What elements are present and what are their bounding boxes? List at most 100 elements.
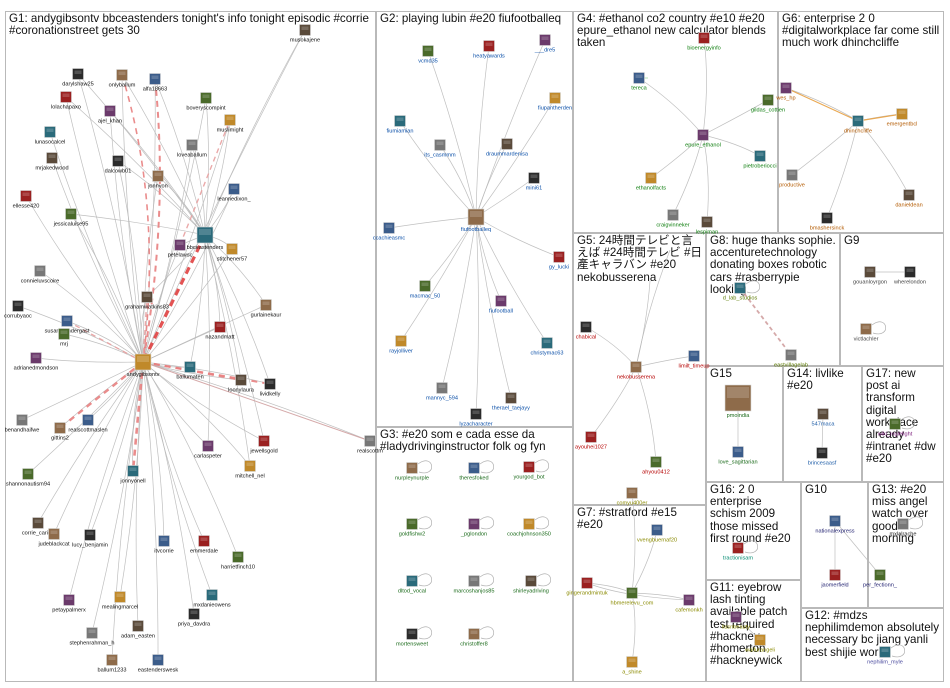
node-boveryscompint[interactable]: boveryscompint: [186, 92, 226, 112]
node-stephenrahman-h[interactable]: stephenrahman_h: [69, 627, 115, 647]
node-lucy-benjamin[interactable]: lucy_benjamin: [72, 529, 108, 549]
node-mitchell-nel[interactable]: mitchell_nel: [235, 460, 265, 480]
node-macmac-50[interactable]: macmac_50: [410, 280, 440, 300]
node-chabical[interactable]: chabical: [576, 321, 597, 341]
node-judeblackcat[interactable]: judeblackcat: [37, 528, 70, 548]
node-connieluvscoire[interactable]: connieluvscoire: [21, 265, 60, 285]
node-ballumaten[interactable]: ballumaten: [176, 361, 204, 381]
node-ellesse420[interactable]: ellesse420: [13, 190, 40, 210]
node-adrianedmondson[interactable]: adrianedmondson: [14, 352, 59, 372]
node-shannonautism94[interactable]: shannonautism94: [6, 468, 50, 488]
node-victlachler[interactable]: victlachler: [854, 323, 879, 343]
node-cafemonkh[interactable]: cafemonkh: [675, 594, 703, 614]
node-ayouhei1027[interactable]: ayouhei1027: [575, 431, 607, 451]
node-mrj[interactable]: mrj: [58, 328, 70, 348]
node-wiki-inglelight[interactable]: wiki_inglelight: [877, 418, 913, 438]
node-gouanloyrgon[interactable]: gouanloyrgon: [853, 266, 887, 286]
node-jaomerfield[interactable]: jaomerfield: [820, 569, 849, 589]
node-nationalexpress[interactable]: nationalexpress: [815, 515, 855, 535]
node-bmashersinck[interactable]: bmashersinck: [810, 212, 845, 232]
node-draummardenisa[interactable]: draummardenisa: [486, 138, 529, 158]
node-jewellsgold[interactable]: jewellsgold: [249, 435, 278, 455]
node-fiumiamian[interactable]: fiumiamian: [386, 115, 414, 135]
node-gurlainekaur[interactable]: gurlainekaur: [251, 299, 282, 319]
node-realscottmaslen[interactable]: realscottmaslen: [68, 414, 108, 434]
node-carlaspeter[interactable]: carlaspeter: [194, 440, 222, 460]
node-productive[interactable]: productive: [779, 169, 805, 189]
node-per-fectionn[interactable]: per_fectionn_: [863, 569, 898, 589]
node-marcoshanjos85[interactable]: marcoshanjos85: [453, 575, 495, 595]
node-jonnyon[interactable]: jonnyon: [147, 170, 168, 190]
node-lespiman[interactable]: lespiman: [696, 216, 718, 236]
node-loveaballum[interactable]: loveaballum: [177, 139, 207, 159]
node-fiufootball[interactable]: fiufootball: [489, 295, 513, 315]
node-its-casmmm[interactable]: its_casmmm: [424, 139, 456, 159]
node-mealingmarcel[interactable]: mealingmarcel: [102, 591, 138, 611]
node-goldfishw2[interactable]: goldfishw2: [399, 518, 425, 538]
node-ajel-khan[interactable]: ajel_khan: [98, 105, 122, 125]
node-jonnyonell[interactable]: jonnyonell: [119, 465, 146, 485]
node-bbceastenders[interactable]: bbceastenders: [187, 226, 224, 251]
node-nekobusserena[interactable]: nekobusserena: [617, 361, 656, 381]
node-theresfoked[interactable]: theresfoked: [459, 462, 489, 482]
node-dhinchcliffe[interactable]: dhinchcliffe: [844, 115, 872, 135]
node-lunasocalcel[interactable]: lunasocalcel: [35, 126, 66, 146]
node-mortensweet[interactable]: mortensweet: [396, 628, 428, 648]
node-ccachieasmc[interactable]: ccachieasmc: [373, 222, 406, 242]
node-petaypalmerx[interactable]: petaypalmerx: [52, 594, 86, 614]
node-mannyc-594[interactable]: mannyc_594: [426, 382, 458, 402]
node-alfa18663[interactable]: alfa18663: [143, 73, 168, 93]
node-comyu400er[interactable]: comyu400er: [617, 487, 648, 507]
node-mini61[interactable]: mini61: [526, 172, 542, 192]
node-mxlalrache[interactable]: mxlalrache: [889, 518, 917, 538]
node-dltod-vocal[interactable]: dltod_vocal: [398, 575, 426, 595]
node-grahamwatkins83[interactable]: grahamwatkins83: [125, 291, 169, 311]
node-danieldean[interactable]: danieldean: [895, 189, 923, 209]
node-fiupantherden[interactable]: fiupantherden: [538, 92, 572, 112]
node-shirleyadriving[interactable]: shirleyadriving: [513, 575, 549, 595]
node-petelawsc[interactable]: petelawsc: [168, 239, 193, 259]
node-pietroberiocci[interactable]: pietroberiocci: [743, 150, 777, 170]
node-benandhaifwe[interactable]: benandhaifwe: [5, 414, 40, 434]
node-lividkelly[interactable]: lividkelly: [260, 378, 281, 398]
node-gy-lucki[interactable]: gy_lucki: [549, 251, 569, 271]
node-vvengbuernaf20[interactable]: vvengbuernaf20: [637, 524, 677, 544]
node-lolachapaxo[interactable]: lolachapaxo: [51, 91, 81, 111]
node-tereca[interactable]: tereca: [631, 72, 648, 92]
node-waifurangeli[interactable]: waifurangeli: [744, 634, 775, 654]
node-love-sagittarian[interactable]: love_sagittarian: [718, 446, 758, 466]
node-pmoindia[interactable]: pmoindia: [724, 384, 752, 419]
node-limilt-timeup[interactable]: limilt_timeup: [678, 350, 710, 370]
node-nurpleynurple[interactable]: nurpleynurple: [395, 462, 429, 482]
node-fiufootballeq[interactable]: fiufootballeq: [461, 208, 491, 233]
node-pglondon[interactable]: _pglondon: [460, 518, 487, 538]
node-yourgod-bot[interactable]: yourgod_bot: [513, 461, 545, 481]
node-brincesaasf[interactable]: brincesaasf: [808, 447, 837, 467]
node-547maca[interactable]: 547maca: [811, 408, 835, 428]
node-wherelondon[interactable]: wherelondon: [893, 266, 926, 286]
node-jessicaluise95[interactable]: jessicaluise95: [53, 208, 89, 228]
node-adam-easten[interactable]: adam_easten: [121, 620, 155, 640]
node-harrietfinch10[interactable]: harrietfinch10: [221, 551, 255, 571]
node-therael-taejayy[interactable]: therael_taejayy: [492, 392, 530, 412]
node-bioenergyinfo[interactable]: bioenergyinfo: [687, 32, 721, 52]
node-mxdanieowens[interactable]: mxdanieowens: [193, 589, 231, 609]
node-dalcowb01[interactable]: dalcowb01: [105, 155, 132, 175]
node-ethanolfacts[interactable]: ethanolfacts: [636, 172, 666, 192]
node-realscottm[interactable]: realscottm: [357, 435, 383, 455]
node-stitchener57[interactable]: stitchener57: [217, 243, 247, 263]
node-nazandmatt[interactable]: nazandmatt: [205, 321, 235, 341]
node-emmerdale[interactable]: emmerdale: [190, 535, 218, 555]
node-musokajene[interactable]: musokajene: [290, 24, 320, 44]
node-christymac63[interactable]: christymac63: [531, 337, 564, 357]
node-epure-ethanol[interactable]: epure_ethanol: [685, 129, 721, 149]
node-gingerandmintuk[interactable]: gingerandmintuk: [566, 577, 608, 597]
node-hbmerelevu-com[interactable]: hbmerelevu_com: [611, 587, 654, 607]
node-heatyawards[interactable]: heatyawards: [473, 40, 505, 60]
node-onlyballum[interactable]: onlyballum: [109, 69, 136, 89]
node-dre5[interactable]: ___dre5: [534, 34, 556, 54]
node-leannedixon[interactable]: leannedixon_: [217, 183, 252, 203]
node-darylshaw25[interactable]: darylshaw25: [62, 68, 94, 88]
node-andygibsontv[interactable]: andygibsontv: [127, 353, 160, 378]
node-eastenderswesk[interactable]: eastenderswesk: [138, 654, 179, 674]
